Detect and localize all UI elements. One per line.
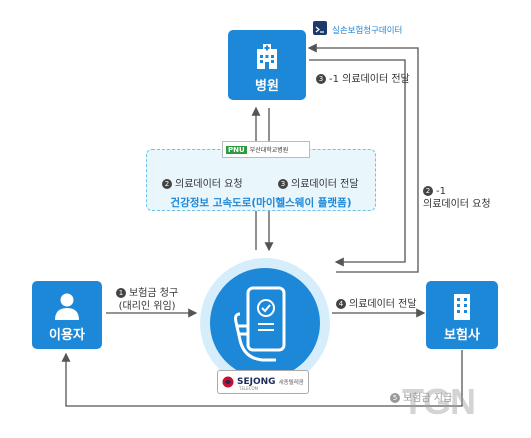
sejong-logo-icon <box>222 376 234 388</box>
band-title: 건강정보 고속도로(마이헬스웨이 플랫폼) <box>170 197 352 209</box>
device-circle <box>210 268 320 378</box>
sejong-korean: 세종텔레콤 <box>278 380 304 386</box>
watermark: TGN <box>402 381 476 422</box>
terminal-icon <box>313 21 327 35</box>
step-3-1-label: 3-1 의료데이터 전달 <box>316 70 410 85</box>
hospital-building-icon <box>257 44 277 69</box>
sejong-name: SEJONG <box>237 377 276 387</box>
arrow-2-1-request <box>307 43 419 273</box>
pnu-logo: PNU <box>226 145 247 154</box>
arrow-payment <box>61 350 463 407</box>
hospital-label: 병원 <box>255 79 279 94</box>
user-node: 이용자 <box>32 281 102 349</box>
user-label: 이용자 <box>49 328 85 343</box>
phone-hand-icon <box>234 286 286 362</box>
arrow-3-1-deliver <box>309 59 406 267</box>
sejong-sub: TELECOM <box>239 386 259 391</box>
sejong-telecom-badge: SEJONG 세종텔레콤 TELECOM <box>217 370 309 394</box>
hospital-node: 병원 <box>228 30 306 100</box>
insurer-node: 보험사 <box>426 281 498 349</box>
person-icon <box>55 293 79 320</box>
office-building-icon <box>454 294 470 320</box>
insurer-label: 보험사 <box>444 328 480 343</box>
pusan-hospital-badge: PNU 부산대학교병원 <box>222 141 310 158</box>
data-badge-label: 실손보험청구데이터 <box>332 26 403 36</box>
pusan-hospital-name: 부산대학교병원 <box>249 147 289 154</box>
step-2-1-label: 2-1 의료데이터 요청 <box>423 186 491 210</box>
